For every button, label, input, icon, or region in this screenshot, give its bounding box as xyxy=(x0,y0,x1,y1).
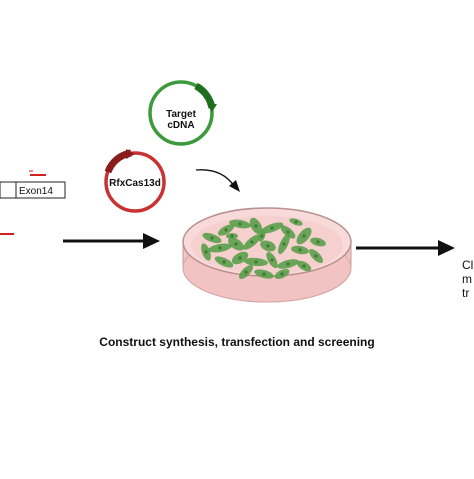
right-arrowhead xyxy=(438,240,455,256)
cell-nucleus xyxy=(266,244,270,248)
cell-nucleus xyxy=(282,242,286,246)
cell-nucleus xyxy=(222,260,226,264)
cell-nucleus xyxy=(262,272,266,276)
cell-nucleus xyxy=(286,262,290,266)
cell-nucleus xyxy=(314,254,318,258)
cas-label: RfxCas13d xyxy=(109,178,161,189)
cell-nucleus xyxy=(254,224,258,228)
cell-nucleus xyxy=(316,240,320,244)
right-text-line1: Cl xyxy=(462,258,473,272)
exon14-box xyxy=(15,181,66,199)
cell-nucleus xyxy=(294,220,298,224)
cell-nucleus xyxy=(224,228,228,232)
cell-layer xyxy=(201,217,326,279)
cell-nucleus xyxy=(244,270,248,274)
intron-box xyxy=(0,181,17,199)
curved-arrow xyxy=(195,169,240,192)
cas-plasmid-ring xyxy=(104,151,166,213)
right-cutoff-text: Cl m tr xyxy=(462,258,473,300)
cell-nucleus xyxy=(286,230,290,234)
left-arrowhead xyxy=(143,233,160,249)
gene-segment: Exon14 xyxy=(0,170,66,235)
exon14-label: Exon14 xyxy=(19,186,53,197)
cell-nucleus xyxy=(298,248,302,252)
target-label-line1: Target xyxy=(166,109,196,120)
cell-nucleus xyxy=(280,272,284,276)
petri-dish xyxy=(182,207,352,303)
cell-nucleus xyxy=(218,246,222,250)
cell-nucleus xyxy=(230,234,234,238)
curved-arrowhead xyxy=(229,180,240,192)
cas-plasmid-arrowhead xyxy=(126,149,135,159)
target-plasmid-arrowhead xyxy=(207,104,217,112)
cell-nucleus xyxy=(270,258,274,262)
rfxcas13d-plasmid: RfxCas13d xyxy=(104,149,166,213)
cell-nucleus xyxy=(254,260,258,264)
cell-nucleus xyxy=(302,234,306,238)
right-arrow xyxy=(356,240,455,256)
right-text-line2: m xyxy=(462,272,472,286)
cell-nucleus xyxy=(238,222,242,226)
cell-nucleus xyxy=(250,240,254,244)
cell-nucleus xyxy=(270,226,274,230)
cell-nucleus xyxy=(234,242,238,246)
cell-nucleus xyxy=(210,236,214,240)
target-plasmid-ring xyxy=(148,80,214,146)
cell-nucleus xyxy=(302,264,306,268)
step-caption: Construct synthesis, transfection and sc… xyxy=(99,335,375,349)
curved-arrow-line xyxy=(195,169,235,187)
target-label-line2: cDNA xyxy=(167,120,194,131)
left-arrow xyxy=(63,233,160,249)
cell-nucleus xyxy=(260,234,264,238)
cell-nucleus xyxy=(238,256,242,260)
target-cdna-plasmid: Target cDNA xyxy=(148,80,217,146)
right-text-line3: tr xyxy=(462,286,469,300)
cell-nucleus xyxy=(204,250,208,254)
